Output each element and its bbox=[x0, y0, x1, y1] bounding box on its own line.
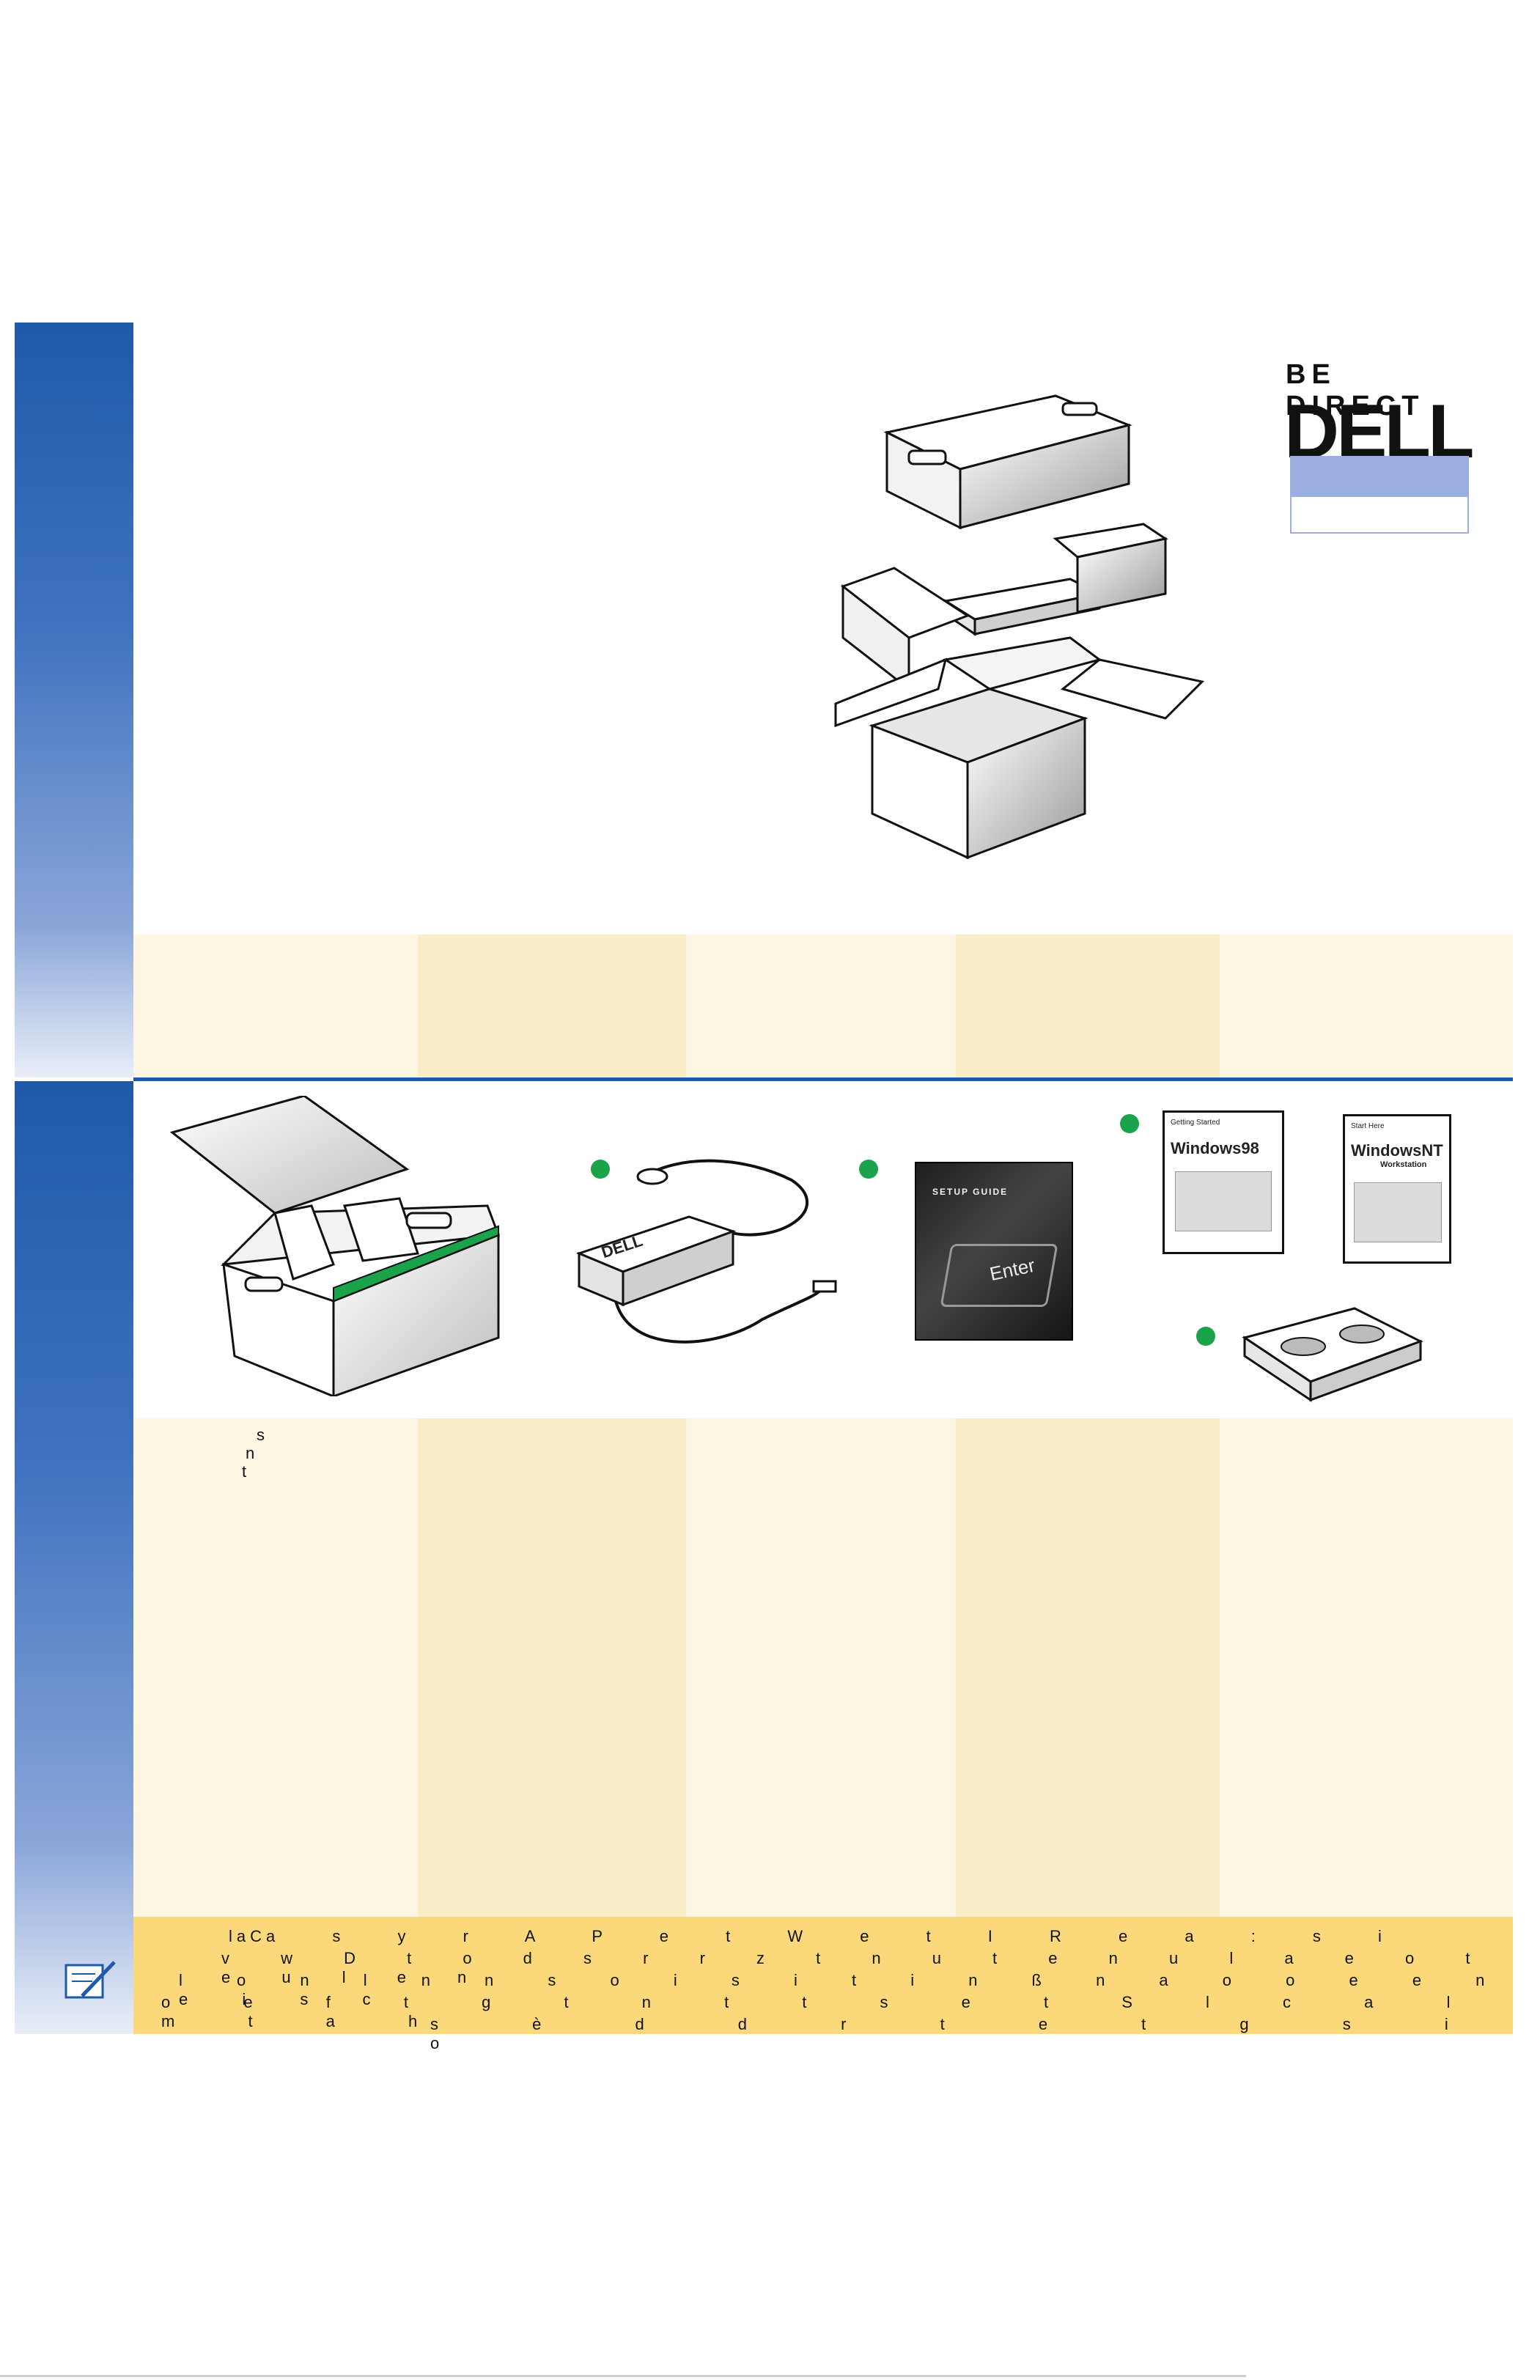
windows98-header: Getting Started bbox=[1171, 1119, 1220, 1127]
video-cassette-illustration bbox=[1242, 1307, 1423, 1402]
bottom-column-1 bbox=[133, 1418, 418, 1917]
note-line-2: v w D t o d s r r z t n u t e n u l a e … bbox=[221, 1949, 1475, 1986]
column1-fragment-3: t bbox=[242, 1462, 247, 1481]
brand-tagline: BE DIRECT bbox=[1286, 359, 1425, 421]
note-line-1: laCa s y r A P e t W e t I R e a : s i bbox=[229, 1927, 1386, 1945]
column1-fragment-1: s bbox=[257, 1426, 265, 1444]
brand-outline-box bbox=[1290, 495, 1469, 534]
setup-guide-booklet: SETUP GUIDE Enter bbox=[915, 1162, 1073, 1341]
bottom-column-4 bbox=[956, 1418, 1220, 1917]
shipping-box-illustration bbox=[169, 1096, 501, 1396]
windows98-art bbox=[1175, 1171, 1272, 1231]
footer-rule bbox=[0, 2375, 1246, 2377]
note-line-4: o e f t g t n t t s e t S l c a l m t a … bbox=[161, 1993, 1455, 2030]
windows98-title: Windows98 bbox=[1171, 1139, 1259, 1157]
windowsnt-subtitle: Workstation bbox=[1380, 1160, 1427, 1169]
note-line-5: s è d d r t e t g s i o bbox=[430, 2015, 1453, 2052]
top-column-4 bbox=[956, 935, 1220, 1077]
dell-brand-badge: BE DIRECT DELL bbox=[1284, 352, 1475, 537]
bottom-column-3 bbox=[686, 1418, 956, 1917]
ac-adapter-illustration bbox=[575, 1159, 837, 1344]
brand-color-bar bbox=[1290, 456, 1469, 495]
bottom-column-5 bbox=[1220, 1418, 1513, 1917]
windowsnt-art bbox=[1354, 1182, 1442, 1242]
bottom-sidebar-band bbox=[15, 1081, 133, 2034]
bottom-column-2 bbox=[418, 1418, 686, 1917]
note-pencil-icon bbox=[65, 1961, 116, 1999]
note-band: laCa s y r A P e t W e t I R e a : s i v… bbox=[65, 1917, 1513, 2052]
note-line-3: l o n l n n s o i s i t i n ß n a o o e … bbox=[179, 1971, 1489, 2008]
top-column-1 bbox=[133, 935, 418, 1077]
section-divider bbox=[133, 1077, 1513, 1081]
item-bullet-adapter bbox=[591, 1160, 610, 1179]
unpacking-box-illustration bbox=[834, 394, 1205, 860]
top-sidebar-band bbox=[15, 323, 133, 1077]
item-bullet-setup-guide bbox=[859, 1160, 878, 1179]
top-column-3 bbox=[686, 935, 956, 1077]
windowsnt-title: WindowsNT bbox=[1351, 1141, 1443, 1160]
windowsnt-header: Start Here bbox=[1351, 1122, 1385, 1130]
setup-guide-title: SETUP GUIDE bbox=[932, 1187, 1009, 1197]
item-bullet-video bbox=[1196, 1327, 1215, 1346]
top-column-5 bbox=[1220, 935, 1513, 1077]
windows98-manual: Getting Started Windows98 bbox=[1163, 1110, 1284, 1254]
enter-key-shape bbox=[940, 1244, 1058, 1307]
windowsnt-manual: Start Here WindowsNT Workstation bbox=[1343, 1114, 1451, 1264]
item-bullet-os-media bbox=[1120, 1114, 1139, 1133]
column1-fragment-2: n bbox=[246, 1444, 255, 1462]
top-column-2 bbox=[418, 935, 686, 1077]
